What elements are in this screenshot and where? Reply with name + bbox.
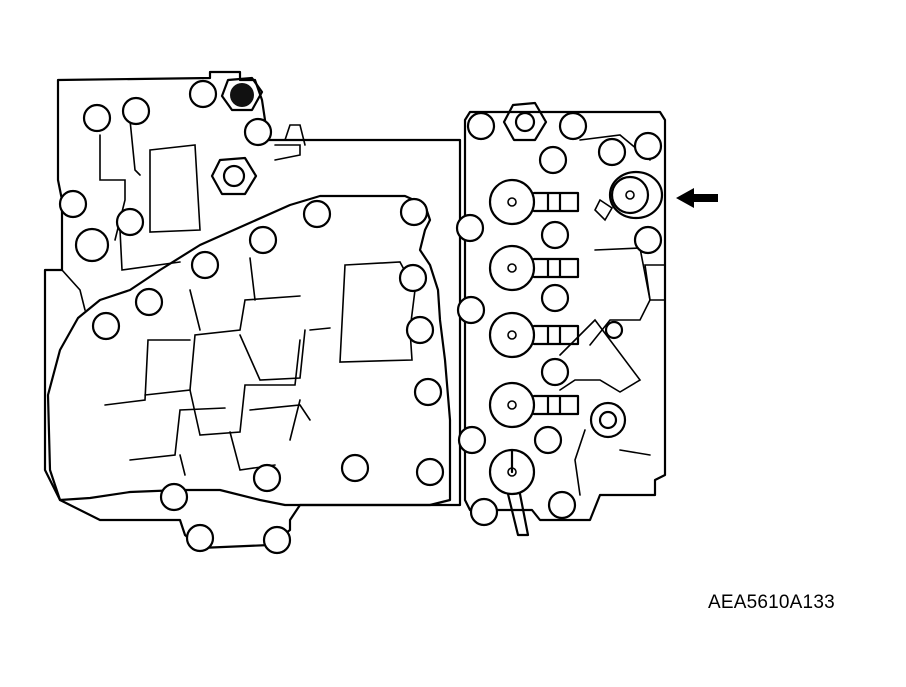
hex-bolt-top-left: [220, 76, 264, 112]
solenoid-valve-2: [488, 244, 580, 292]
separator-plate-outline: [46, 194, 452, 507]
plate-channels: [104, 257, 331, 476]
bolt-holes: [58, 79, 663, 555]
solenoid-valve-3: [488, 311, 580, 359]
solenoid-valve-5: [488, 448, 536, 537]
hex-bolt-mid-left: [210, 156, 258, 196]
right-valve-body-outline: [463, 110, 667, 522]
hex-bolt-top-right: [502, 101, 548, 142]
solenoid-valve-1: [488, 178, 580, 226]
left-channel-4: [274, 124, 306, 161]
solenoid-valve-4: [488, 381, 580, 429]
indicated-solenoid: [608, 170, 664, 220]
left-channel-2: [129, 119, 201, 233]
figure-code-label: AEA5610A133: [708, 592, 835, 613]
round-fitting: [589, 401, 627, 439]
left-channel-3: [61, 229, 181, 311]
arrow-left-icon: [676, 188, 718, 208]
